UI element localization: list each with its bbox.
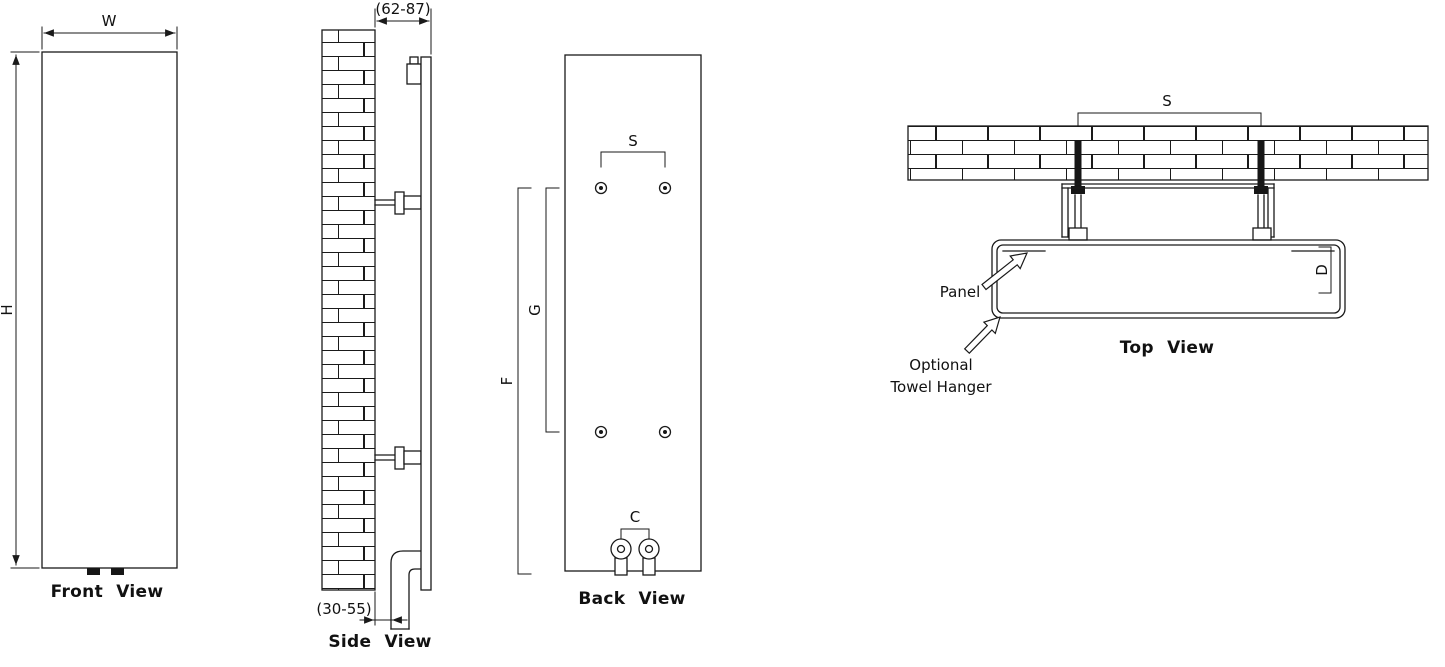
towel-hanger-outline xyxy=(991,239,1346,319)
panel-label: Panel xyxy=(940,283,980,301)
side-view-title: Side View xyxy=(328,632,431,652)
pipe-elbow xyxy=(390,550,422,630)
back-view: S G F C Back View xyxy=(498,54,702,609)
air-vent-valve xyxy=(406,56,422,85)
pipe-bore-right xyxy=(644,544,654,554)
elbow-outer-line xyxy=(390,550,422,630)
panel-arrow xyxy=(981,252,1028,291)
side-pipe-label: (30-55) xyxy=(316,600,371,618)
panel-foot-right xyxy=(111,568,124,575)
panel-top-outline xyxy=(991,239,1346,319)
front-height-label: H xyxy=(0,304,16,315)
side-pipe-dimension: (30-55) xyxy=(316,591,408,626)
panel-foot-left xyxy=(87,568,100,575)
pipe-connections xyxy=(610,538,660,576)
side-depth-label: (62-87) xyxy=(375,0,430,18)
bolt-nut xyxy=(1071,186,1085,194)
top-s-label: S xyxy=(1162,92,1172,110)
bracket-plate xyxy=(403,195,422,210)
side-depth-dimension: (62-87) xyxy=(374,0,432,55)
front-width-dimension: W xyxy=(41,12,178,50)
mounting-hole-center xyxy=(599,430,603,434)
upper-wall-bracket xyxy=(374,191,422,215)
panel-clip-right xyxy=(1252,227,1272,241)
pipe-bore-left xyxy=(616,544,626,554)
back-f-label: F xyxy=(498,377,516,386)
anchor-bolt-right xyxy=(1254,140,1268,194)
top-view-title: Top View xyxy=(1120,338,1214,358)
front-width-label: W xyxy=(102,12,117,30)
back-c-dimension: C xyxy=(620,508,650,539)
panel-clip-left xyxy=(1068,227,1088,241)
bolt-shaft xyxy=(1074,140,1082,190)
back-g-label: G xyxy=(526,304,544,316)
anchor-bolt-left xyxy=(1071,140,1085,194)
front-view: W H Front View xyxy=(0,12,178,602)
mounting-hole-center xyxy=(663,430,667,434)
mounting-hole-center xyxy=(663,186,667,190)
top-wall-brick xyxy=(907,125,1429,181)
panel-body-outline xyxy=(996,244,1341,314)
front-height-dimension: H xyxy=(0,51,40,569)
bracket-block xyxy=(394,191,405,215)
mounting-holes xyxy=(594,181,672,439)
back-c-label: C xyxy=(630,508,640,526)
panel-callout: Panel xyxy=(940,252,1028,301)
vent-body xyxy=(406,63,422,85)
mounting-bracket xyxy=(1061,183,1275,241)
towel-hanger-callout: Optional Towel Hanger xyxy=(889,316,1001,396)
top-view: S xyxy=(889,92,1429,396)
bolt-shaft xyxy=(1257,140,1265,190)
back-panel-outline xyxy=(564,54,702,572)
back-view-title: Back View xyxy=(578,589,685,609)
top-d-dimension: D xyxy=(1313,246,1332,294)
vent-cap xyxy=(409,56,419,65)
back-s-label: S xyxy=(628,132,638,150)
front-panel-outline xyxy=(41,51,178,569)
bracket-plate xyxy=(403,450,422,465)
pipe-stub-left xyxy=(614,557,628,576)
bracket-block xyxy=(394,446,405,470)
side-panel xyxy=(420,56,432,591)
pipe-stub-right xyxy=(642,557,656,576)
back-f-dimension: F xyxy=(498,187,532,575)
towel-hanger-arrow xyxy=(963,316,1001,355)
lower-wall-bracket xyxy=(374,446,422,470)
pipe-connection-right xyxy=(638,538,660,560)
top-d-label: D xyxy=(1313,264,1331,276)
pipe-connection-left xyxy=(610,538,632,560)
front-view-title: Front View xyxy=(51,582,164,602)
side-wall-brick xyxy=(321,29,376,591)
bolt-nut xyxy=(1254,186,1268,194)
back-s-dimension: S xyxy=(600,132,666,168)
mounting-hole-center xyxy=(599,186,603,190)
towel-hanger-label-line2: Towel Hanger xyxy=(889,378,992,396)
side-view: (62-87) (30-55) xyxy=(316,0,432,652)
back-g-dimension: G xyxy=(526,187,560,433)
towel-hanger-label-line1: Optional xyxy=(909,356,972,374)
elbow-inner-line xyxy=(408,568,422,630)
